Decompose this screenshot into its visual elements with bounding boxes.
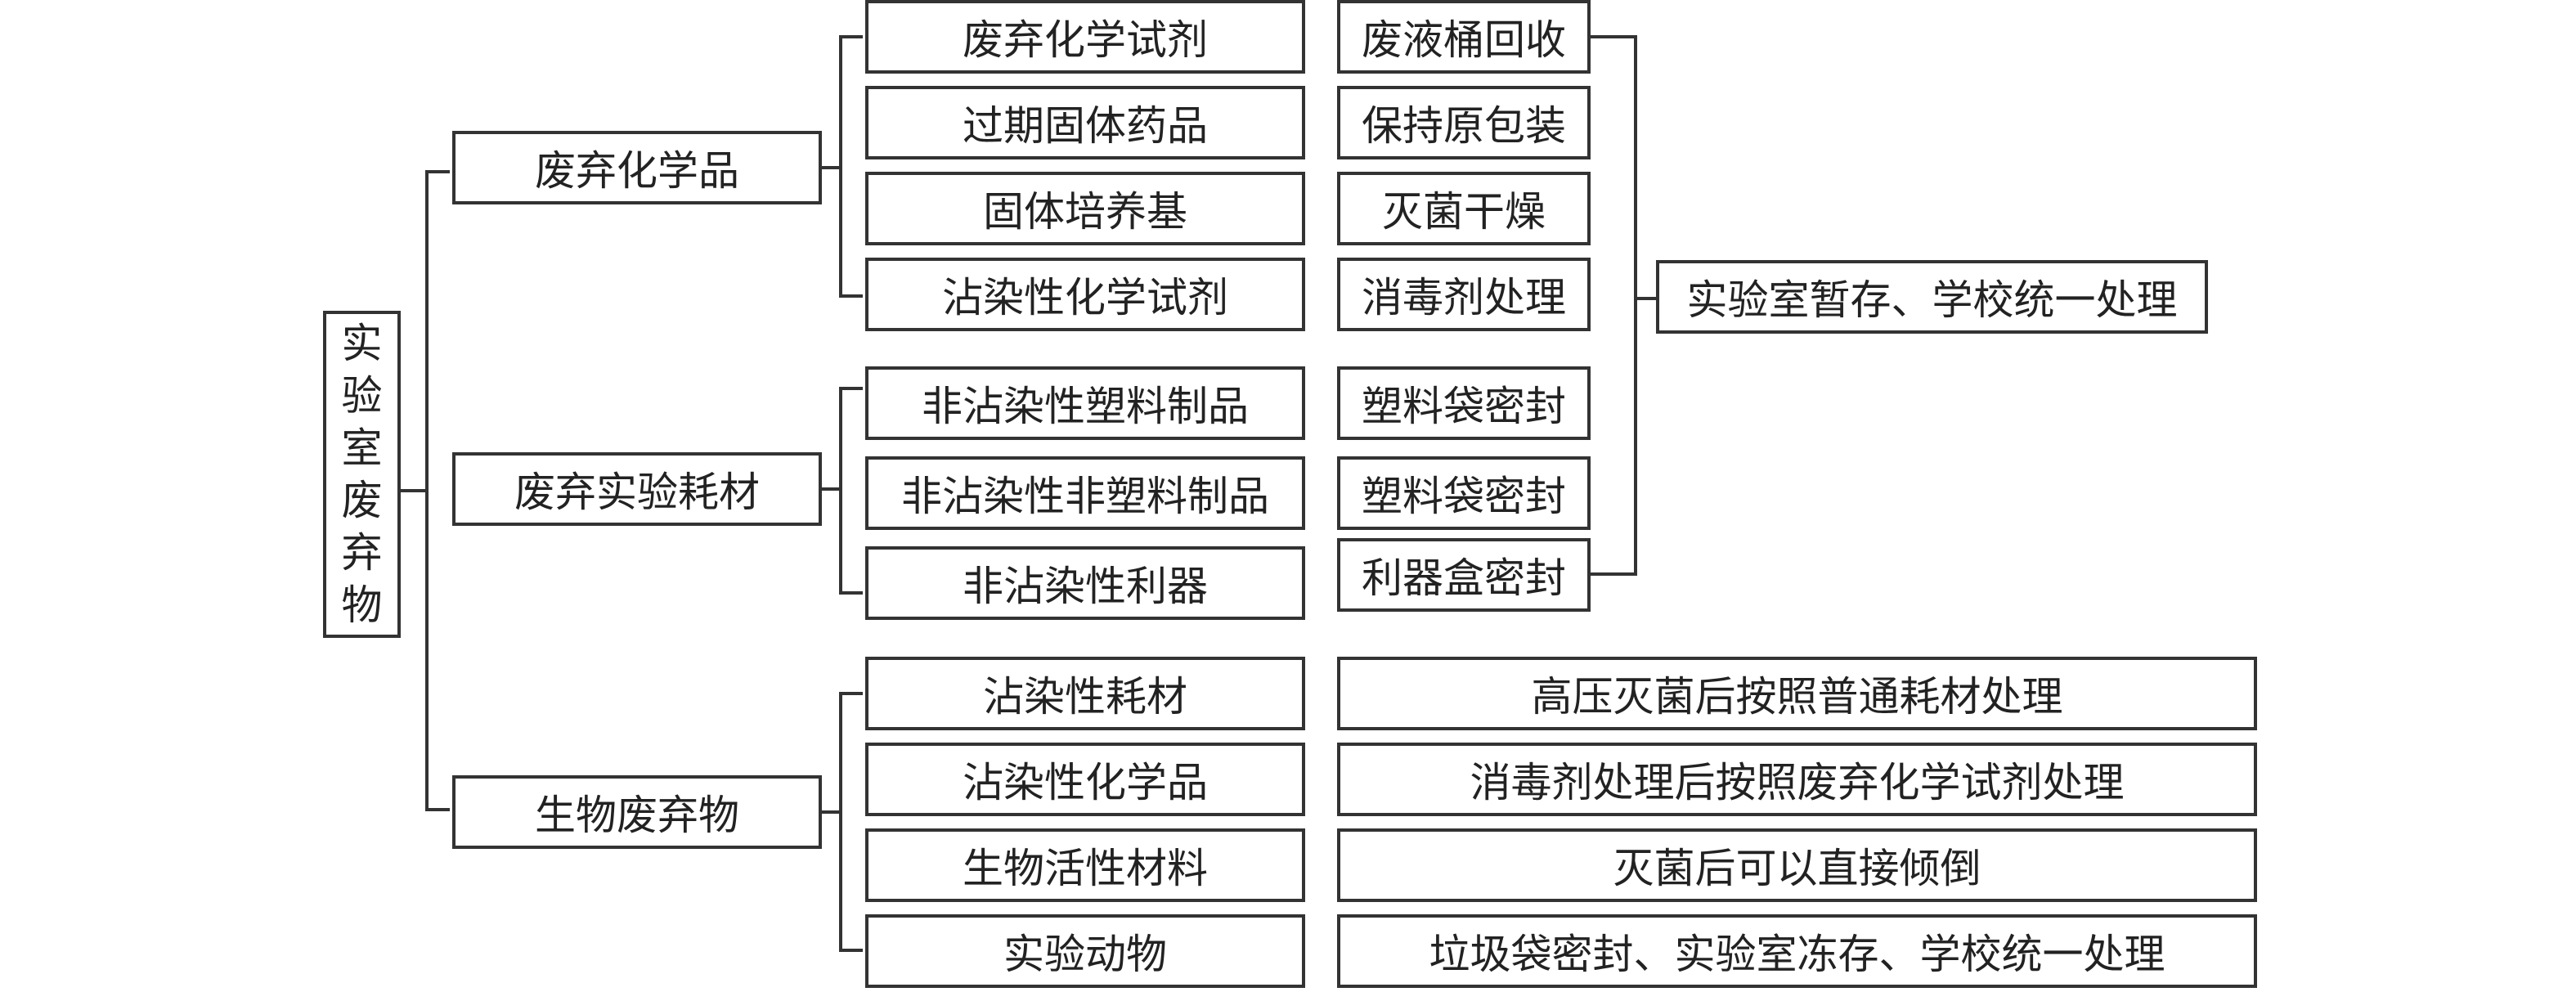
category-chemicals: 废弃化学品: [452, 131, 822, 204]
item-box: 非沾染性利器: [865, 546, 1305, 620]
method-box-wide: 消毒剂处理后按照废弃化学试剂处理: [1337, 743, 2257, 816]
root-char: 弃: [341, 529, 383, 577]
method-box-wide: 高压灭菌后按照普通耗材处理: [1337, 657, 2257, 730]
item-box: 非沾染性非塑料制品: [865, 456, 1305, 530]
item-box: 沾染性化学试剂: [865, 258, 1305, 331]
final-step-box: 实验室暂存、学校统一处理: [1656, 260, 2208, 334]
root-char: 物: [341, 581, 383, 629]
category-consumables: 废弃实验耗材: [452, 452, 822, 526]
method-box-wide: 垃圾袋密封、实验室冻存、学校统一处理: [1337, 914, 2257, 988]
item-box: 沾染性耗材: [865, 657, 1305, 730]
root-node: 实 验 室 废 弃 物: [323, 311, 401, 638]
final-bracket: [1591, 35, 1637, 576]
category-biowaste: 生物废弃物: [452, 775, 822, 849]
root-char: 验: [341, 372, 383, 420]
method-box: 利器盒密封: [1337, 538, 1591, 612]
method-box: 废液桶回收: [1337, 0, 1591, 74]
method-box: 塑料袋密封: [1337, 456, 1591, 530]
item-box: 废弃化学试剂: [865, 0, 1305, 74]
method-box: 保持原包装: [1337, 86, 1591, 159]
item-box: 生物活性材料: [865, 828, 1305, 902]
bracket-consumables: [839, 387, 863, 595]
bracket-bio: [839, 692, 863, 952]
method-box-wide: 灭菌后可以直接倾倒: [1337, 828, 2257, 902]
method-box: 塑料袋密封: [1337, 366, 1591, 440]
item-box: 非沾染性塑料制品: [865, 366, 1305, 440]
method-box: 消毒剂处理: [1337, 258, 1591, 331]
bracket-chemicals: [839, 35, 863, 298]
item-box: 固体培养基: [865, 172, 1305, 245]
root-bracket: [425, 170, 450, 811]
root-char: 废: [341, 477, 383, 524]
root-char: 室: [341, 424, 383, 472]
item-box: 实验动物: [865, 914, 1305, 988]
method-box: 灭菌干燥: [1337, 172, 1591, 245]
item-box: 沾染性化学品: [865, 743, 1305, 816]
item-box: 过期固体药品: [865, 86, 1305, 159]
root-char: 实: [341, 320, 383, 367]
